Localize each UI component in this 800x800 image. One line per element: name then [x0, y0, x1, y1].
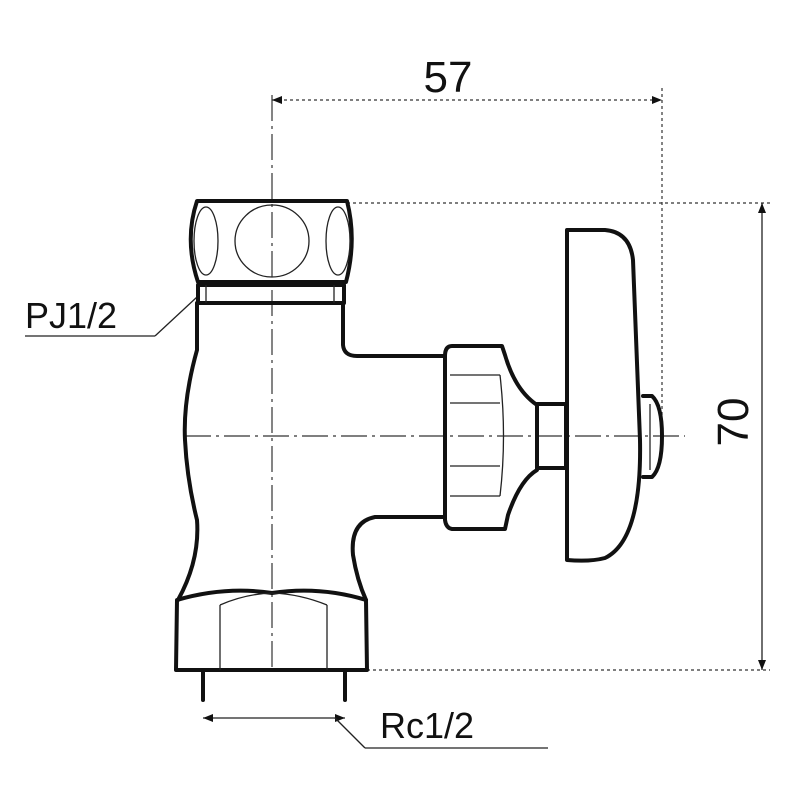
dimension-height: 70 [347, 202, 770, 671]
top-thread-label: PJ1/2 [25, 295, 117, 336]
bottom-thread-callout: Rc1/2 [203, 705, 548, 749]
centerlines [185, 95, 685, 670]
dimension-width-label: 57 [424, 53, 473, 102]
bottom-thread-label: Rc1/2 [380, 705, 474, 746]
top-thread-callout: PJ1/2 [25, 295, 198, 337]
dimension-width: 57 [272, 53, 663, 420]
dimension-height-label: 70 [709, 398, 758, 447]
valve-body [174, 199, 664, 702]
